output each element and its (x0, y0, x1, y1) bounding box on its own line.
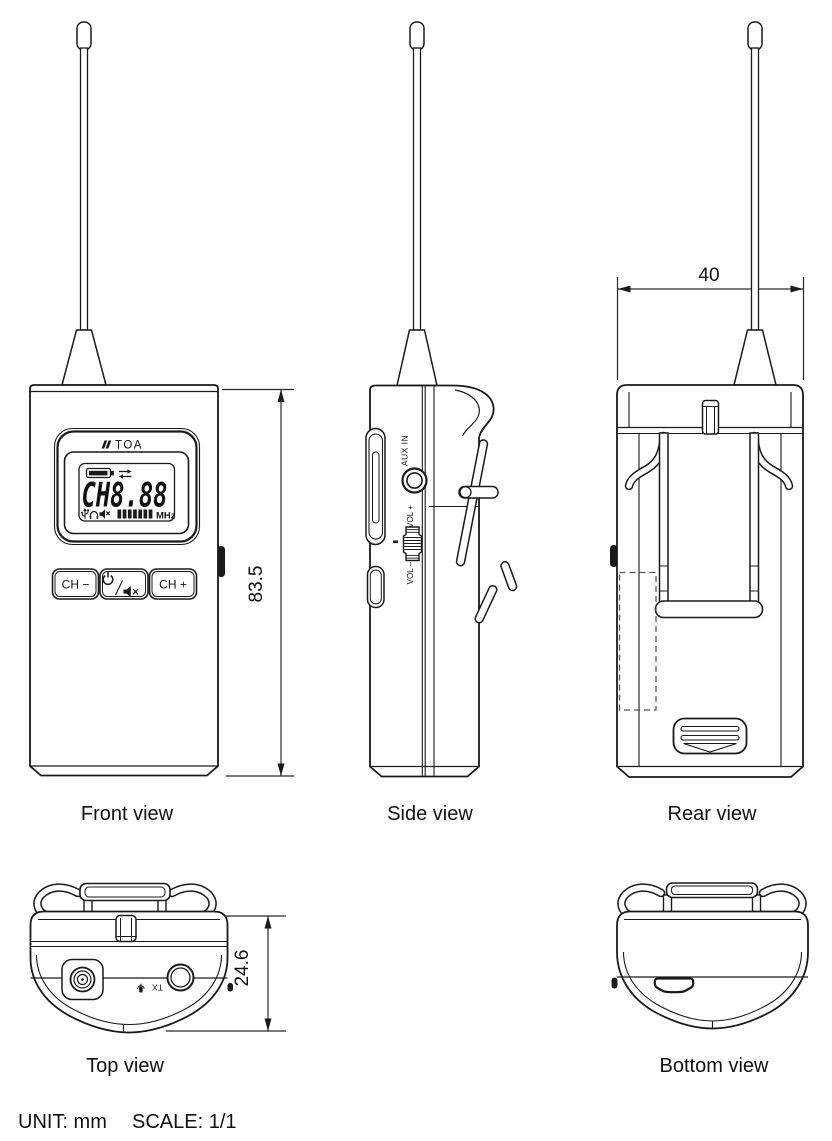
vol-up-label: VOL + (406, 505, 415, 528)
toa-logo: TOA (101, 440, 143, 452)
front-display: TOA CH8.88 (53, 427, 201, 546)
bottom-view-label: Bottom view (659, 1055, 769, 1077)
aux-in-jack (401, 467, 428, 494)
rear-view: 40 (610, 21, 805, 778)
bottom-view (611, 882, 809, 1030)
ch-up-label: CH + (159, 578, 187, 592)
height-value: 83.5 (246, 566, 267, 603)
drawing-footer: UNIT: mm SCALE: 1/1 (18, 1111, 237, 1134)
transfer-arrows-icon (119, 469, 132, 479)
side-button (366, 565, 385, 609)
volume-index-mark (393, 540, 398, 544)
dimension-width: 40 (616, 265, 805, 380)
side-view: AUX IN VOL + VOL − (365, 21, 518, 778)
top-antenna-base (61, 958, 104, 1001)
rear-clip-post (701, 399, 720, 435)
dimension-depth: 24.6 (166, 915, 286, 1032)
ch-up-button: CH + (148, 568, 198, 600)
mute-icon (99, 509, 111, 519)
tx-mic-jack (166, 963, 195, 992)
belt-clip-side (455, 439, 518, 624)
front-view: TOA CH8.88 (29, 21, 294, 777)
vol-down-label: VOL − (406, 561, 415, 584)
power-mute-icon (102, 571, 139, 598)
front-antenna (61, 21, 107, 386)
dimension-height: 83.5 (222, 388, 294, 777)
power-mute-button (99, 568, 149, 600)
headset-icon (89, 510, 99, 519)
side-view-label: Side view (387, 803, 473, 825)
top-view-label: Top view (86, 1055, 164, 1077)
usb-icon (81, 508, 89, 519)
bottom-volume-bump (611, 977, 618, 989)
battery-cover-latch (672, 717, 748, 755)
battery-compartment-outline (618, 571, 657, 711)
side-body (369, 384, 495, 778)
top-volume-bump (227, 983, 233, 992)
signal-bars-icon (117, 509, 153, 519)
scale-label: SCALE: 1/1 (132, 1111, 237, 1133)
tx-label: TX (152, 983, 163, 993)
front-buttons: CH − CH + (51, 568, 198, 600)
unit-label: UNIT: mm (18, 1111, 107, 1133)
toa-logo-mark-icon (101, 440, 108, 449)
top-clip-post (115, 914, 137, 943)
ch-down-button: CH − (51, 568, 100, 600)
aux-in-label: AUX IN (400, 435, 410, 466)
volume-wheel (393, 526, 423, 562)
rear-volume-bump (610, 545, 618, 567)
depth-value: 24.6 (232, 950, 253, 987)
usb-port (653, 977, 695, 994)
top-view: TX 24.6 (29, 882, 286, 1034)
bottom-body (616, 910, 809, 1030)
rear-antenna (733, 21, 777, 386)
brand-text: TOA (115, 440, 143, 452)
mic-icon (137, 983, 145, 993)
tx-marking: TX (137, 983, 163, 993)
mhz-label: MHz (156, 511, 176, 522)
battery-icon (85, 467, 114, 479)
channel-readout: CH8.88 (82, 476, 168, 516)
belt-clip-rear (624, 431, 794, 619)
toa-logo-mark-icon (105, 440, 112, 449)
front-view-label: Front view (80, 803, 174, 825)
width-value: 40 (698, 265, 719, 286)
side-antenna (396, 21, 438, 387)
front-volume-bump (217, 546, 225, 577)
rear-view-label: Rear view (667, 803, 757, 825)
ch-down-label: CH − (62, 578, 90, 592)
latch-arrow-icon (683, 742, 737, 753)
side-display-recess (365, 427, 386, 546)
